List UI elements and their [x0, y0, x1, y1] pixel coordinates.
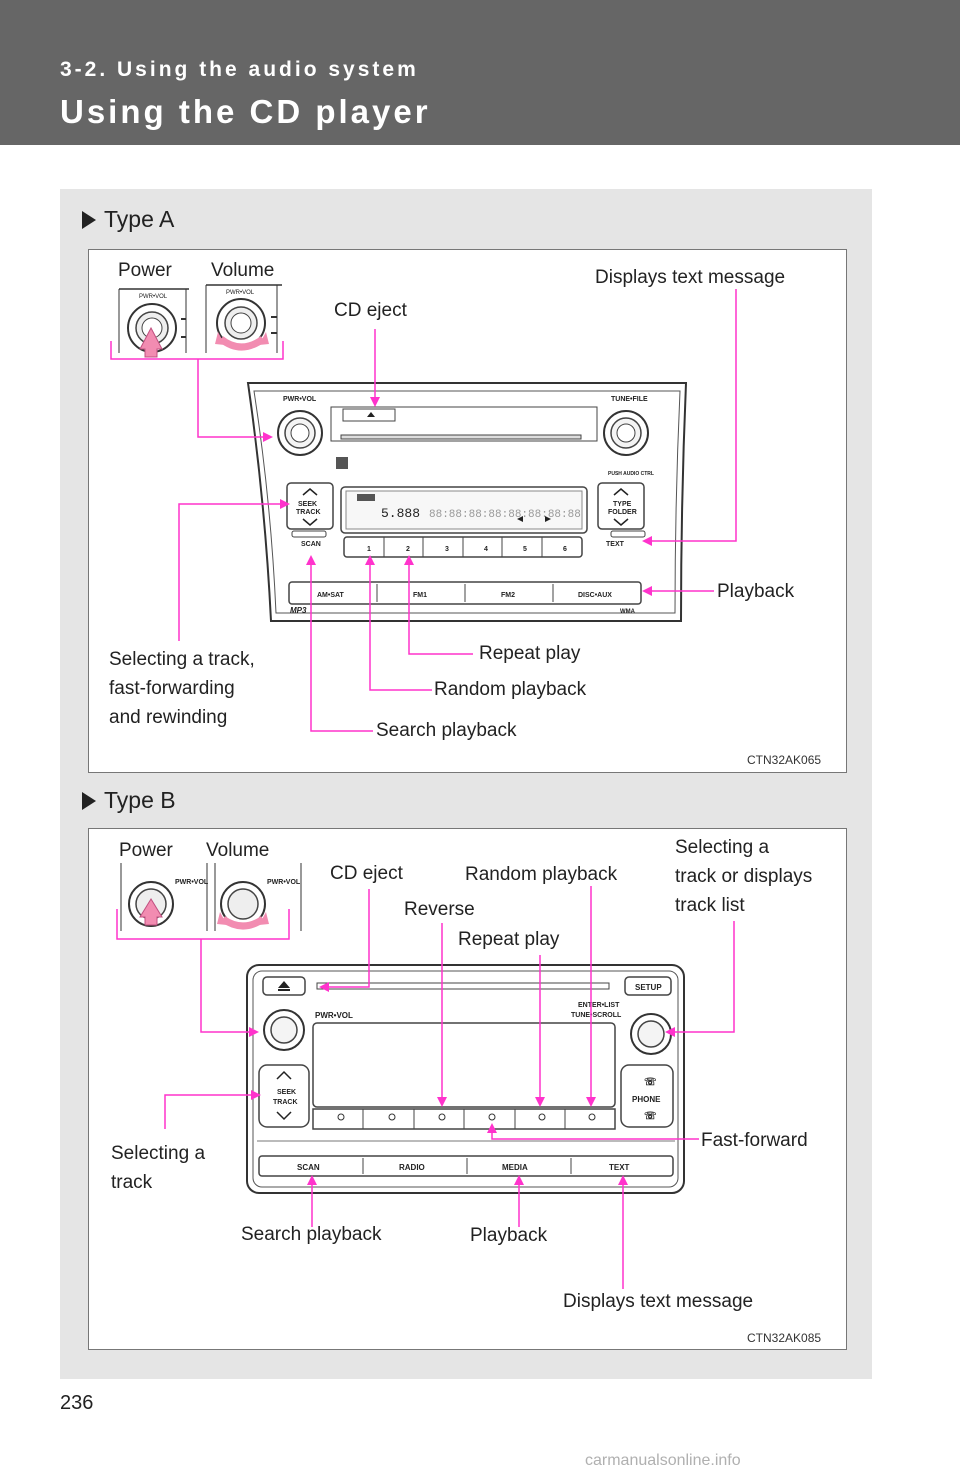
type-a-power-label: Power	[118, 260, 172, 281]
svg-text:1: 1	[367, 546, 371, 553]
type-a-playback-label: Playback	[717, 581, 795, 602]
svg-text:☏: ☏	[644, 1077, 657, 1088]
type-b-heading-text: Type B	[104, 787, 176, 813]
type-b-fast-forward-label: Fast-forward	[701, 1130, 808, 1151]
type-a-diagram: PWR•VOL PWR•VOL PWR•VOL	[110, 284, 737, 732]
svg-text:SEEK: SEEK	[277, 1089, 296, 1096]
type-a-random-playback-label: Random playback	[434, 679, 587, 700]
svg-text:TEXT: TEXT	[606, 541, 625, 548]
type-b-power-label: Power	[119, 840, 173, 861]
type-b-playback-label: Playback	[470, 1225, 548, 1246]
watermark: carmanualsonline.info	[585, 1452, 741, 1469]
power-knob-inset: PWR•VOL	[120, 863, 209, 931]
svg-text:6: 6	[563, 546, 567, 553]
type-a-displays-text-label: Displays text message	[595, 267, 786, 288]
type-b-random-playback-label: Random playback	[465, 864, 618, 885]
page-number: 236	[60, 1392, 94, 1414]
type-b-figure: PWR•VOL PWR•VOL SETUP PWR•VOL E	[88, 828, 847, 1350]
type-a-leader-lines	[110, 289, 737, 732]
section-subtitle: 3-2. Using the audio system	[60, 58, 419, 81]
svg-text:2: 2	[406, 546, 410, 553]
type-b-selecting-list-label: Selecting a track or displays track list	[675, 837, 813, 916]
svg-text:PWR•VOL: PWR•VOL	[226, 290, 255, 296]
type-a-image-code: CTN32AK065	[747, 753, 822, 767]
svg-text:TRACK: TRACK	[273, 1099, 298, 1106]
svg-text:DISC•AUX: DISC•AUX	[578, 592, 612, 599]
svg-text:PWR•VOL: PWR•VOL	[139, 294, 168, 300]
svg-text:RADIO: RADIO	[399, 1163, 425, 1172]
type-a-figure: PWR•VOL PWR•VOL PWR•VOL	[88, 249, 847, 773]
type-b-leader-arrows	[249, 982, 675, 1185]
svg-text:4: 4	[484, 546, 488, 553]
svg-text:AM•SAT: AM•SAT	[317, 592, 345, 599]
power-knob-inset: PWR•VOL	[118, 288, 189, 358]
svg-text:☏: ☏	[644, 1111, 657, 1122]
svg-text:PWR•VOL: PWR•VOL	[175, 879, 209, 886]
type-b-volume-label: Volume	[206, 840, 270, 861]
svg-text:SCAN: SCAN	[301, 541, 321, 548]
type-b-cd-eject-label: CD eject	[330, 863, 403, 884]
svg-text:SEEK: SEEK	[298, 501, 317, 508]
svg-text:TRACK: TRACK	[296, 509, 321, 516]
type-a-selecting-label: Selecting a track, fast-forwarding and r…	[109, 649, 255, 728]
svg-text:PHONE: PHONE	[632, 1095, 661, 1104]
type-a-volume-label: Volume	[211, 260, 275, 281]
svg-text:TUNE•FILE: TUNE•FILE	[611, 396, 648, 403]
svg-text:PWR•VOL: PWR•VOL	[267, 879, 301, 886]
type-b-image-code: CTN32AK085	[747, 1331, 822, 1345]
svg-text:WMA: WMA	[620, 609, 636, 615]
volume-knob-inset: PWR•VOL	[214, 863, 302, 931]
type-a-leader-arrows	[263, 397, 652, 596]
svg-text:TYPE: TYPE	[613, 501, 632, 508]
type-a-search-playback-label: Search playback	[376, 720, 517, 741]
svg-text:3: 3	[445, 546, 449, 553]
svg-text:ENTER•LIST: ENTER•LIST	[578, 1002, 620, 1009]
svg-text:5.888: 5.888	[381, 506, 420, 521]
type-b-diagram: PWR•VOL PWR•VOL SETUP PWR•VOL E	[116, 863, 735, 1289]
type-b-search-playback-label: Search playback	[241, 1224, 382, 1245]
svg-text:FM2: FM2	[501, 592, 515, 599]
svg-text:PWR•VOL: PWR•VOL	[315, 1011, 353, 1020]
svg-text:MP3: MP3	[290, 606, 307, 615]
page-header: 3-2. Using the audio system Using the CD…	[0, 0, 960, 145]
triangle-bullet-icon	[82, 211, 96, 229]
page-title: Using the CD player	[60, 93, 431, 130]
triangle-bullet-icon	[82, 792, 96, 810]
type-a-cd-eject-label: CD eject	[334, 300, 407, 321]
type-b-head-unit: SETUP PWR•VOL ENTER•LIST TUNE•SCROLL SEE…	[246, 964, 685, 1194]
volume-knob-inset: PWR•VOL	[205, 284, 282, 353]
type-b-displays-text-label: Displays text message	[563, 1291, 754, 1312]
type-a-heading: Type A	[82, 206, 174, 233]
svg-text:PWR•VOL: PWR•VOL	[283, 396, 317, 403]
type-a-heading-text: Type A	[104, 206, 175, 232]
svg-text:88:88:88:88:88:88:88:88: 88:88:88:88:88:88:88:88	[429, 509, 581, 521]
svg-text:MEDIA: MEDIA	[502, 1163, 528, 1172]
type-b-selecting-track-label: Selecting a track	[111, 1143, 206, 1193]
type-b-reverse-label: Reverse	[404, 899, 475, 920]
svg-text:TUNE•SCROLL: TUNE•SCROLL	[571, 1012, 622, 1019]
type-a-repeat-play-label: Repeat play	[479, 643, 581, 664]
svg-text:SCAN: SCAN	[297, 1163, 320, 1172]
type-a-head-unit: PWR•VOL TUNE•FILE PUSH AUDIO CTRL SEEK T…	[246, 382, 688, 622]
type-b-heading: Type B	[82, 787, 176, 814]
svg-text:PUSH AUDIO CTRL: PUSH AUDIO CTRL	[608, 471, 654, 477]
svg-text:5: 5	[523, 546, 527, 553]
svg-text:FOLDER: FOLDER	[608, 509, 637, 516]
type-b-repeat-play-label: Repeat play	[458, 929, 560, 950]
svg-text:TEXT: TEXT	[609, 1163, 630, 1172]
svg-text:SETUP: SETUP	[635, 983, 662, 992]
svg-text:FM1: FM1	[413, 592, 427, 599]
type-b-leader-lines	[116, 886, 735, 1289]
